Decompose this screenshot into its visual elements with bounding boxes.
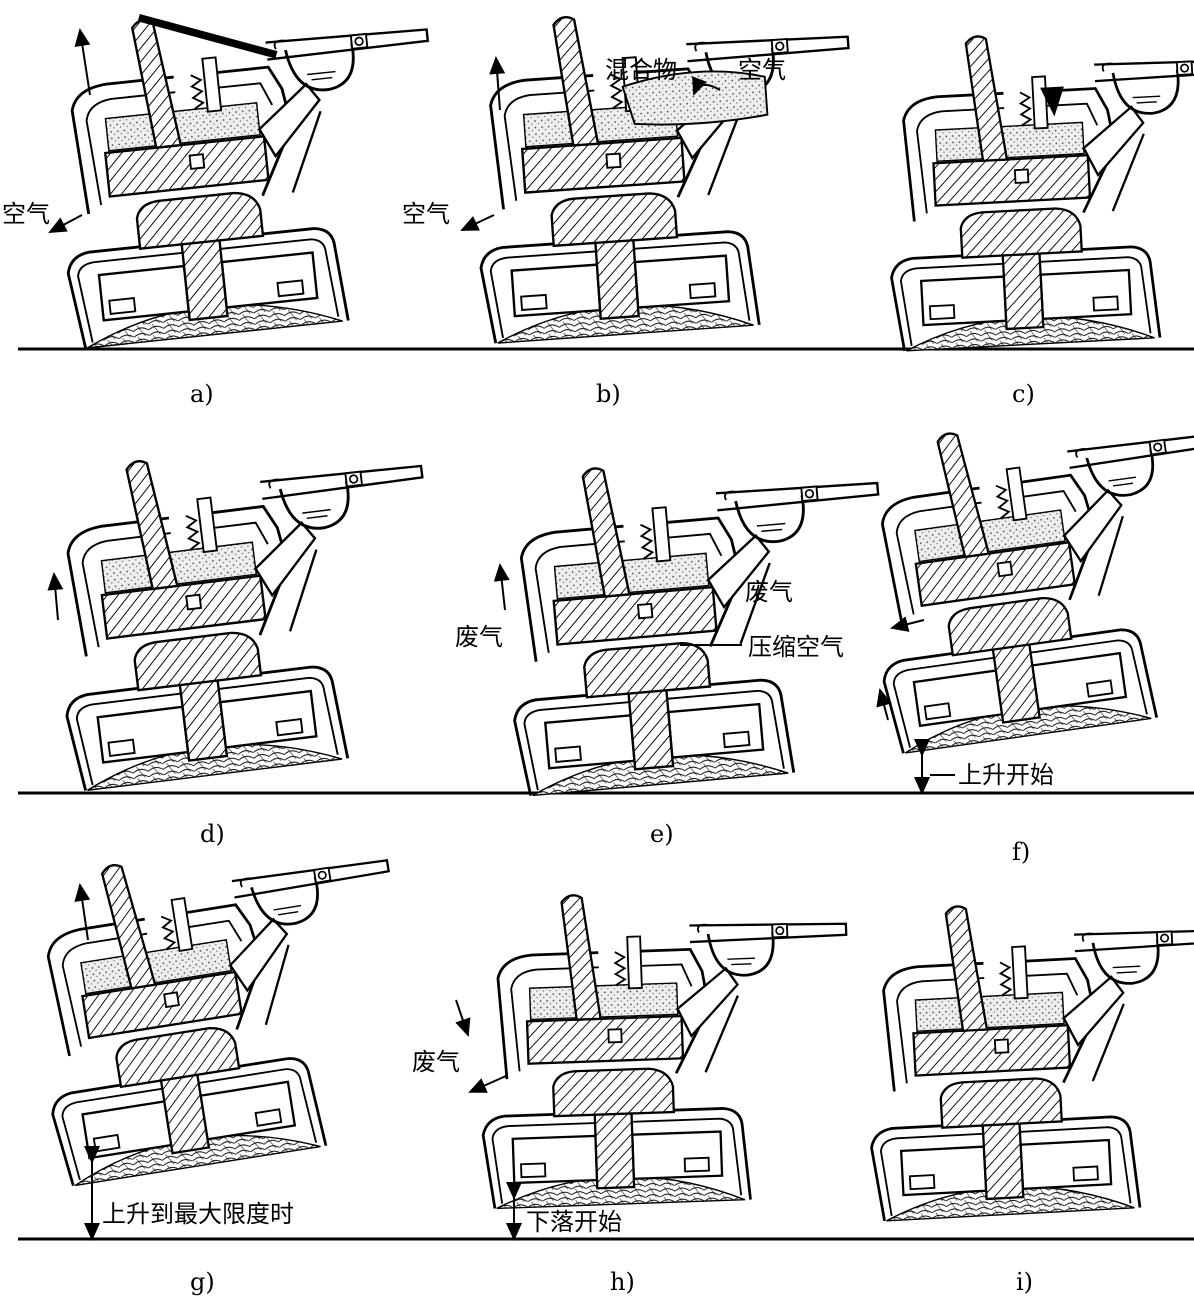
label-air-b-inlet: 空气 <box>738 56 786 84</box>
caption-e: e) <box>650 820 674 848</box>
panel-c <box>877 20 1194 353</box>
caption-f: f) <box>1012 838 1030 866</box>
label-air-a: 空气 <box>2 200 50 228</box>
panel-f <box>849 394 1194 756</box>
label-exhaust-e-left: 废气 <box>455 623 503 651</box>
label-fall-start: 下落开始 <box>526 1208 622 1236</box>
label-air-b: 空气 <box>402 200 450 228</box>
panel-g <box>14 821 431 1189</box>
panel-d <box>35 425 457 794</box>
caption-i: i) <box>1016 1268 1033 1296</box>
caption-a: a) <box>190 380 214 408</box>
label-compressed-air: 压缩空气 <box>748 633 844 661</box>
panel-i <box>857 890 1194 1223</box>
panel-e <box>491 442 904 798</box>
panel-b <box>462 0 869 346</box>
panel-a <box>41 0 458 351</box>
label-rise-max: 上升到最大限度时 <box>102 1200 294 1228</box>
caption-d: d) <box>200 820 225 848</box>
caption-h: h) <box>610 1268 635 1296</box>
caption-b: b) <box>596 380 621 408</box>
label-exhaust-h: 废气 <box>412 1048 460 1076</box>
caption-g: g) <box>190 1268 215 1296</box>
panel-h <box>473 884 857 1211</box>
label-mixture: 混合物 <box>605 56 677 84</box>
caption-c: c) <box>1012 380 1035 408</box>
label-exhaust-e-right: 废气 <box>745 578 793 606</box>
flow-arrows <box>47 28 955 1241</box>
label-rise-start: 上升开始 <box>958 761 1054 789</box>
